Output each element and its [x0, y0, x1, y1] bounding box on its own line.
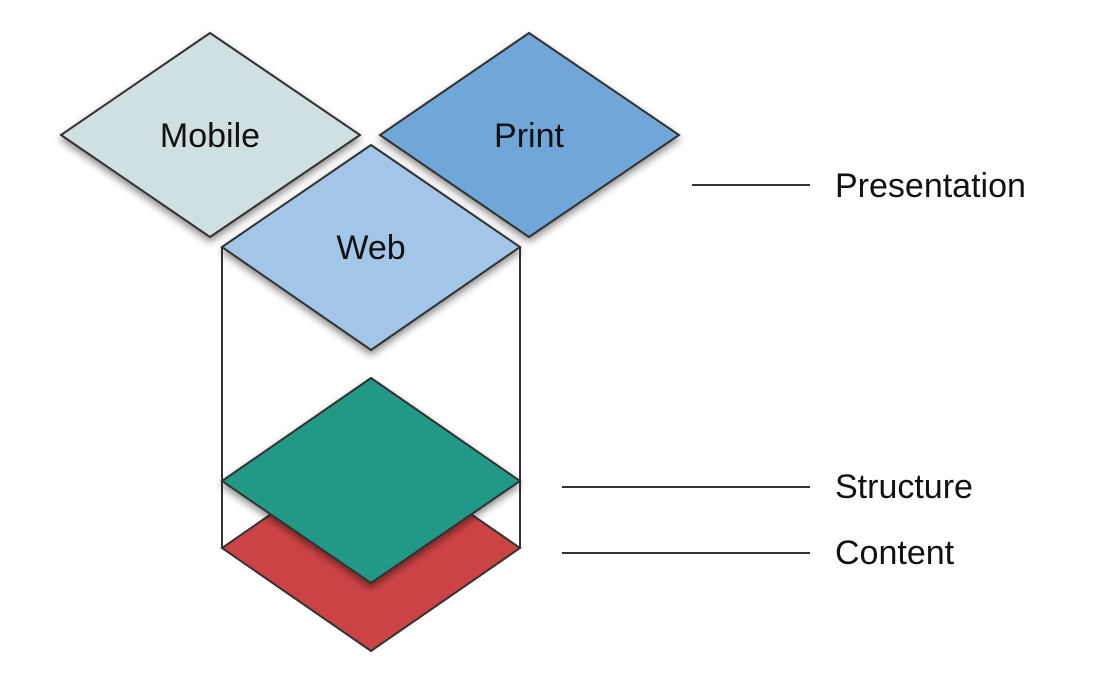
- print-diamond: [378, 31, 681, 239]
- web-node: Web: [220, 143, 522, 352]
- structure-layer-diamond: [220, 376, 522, 585]
- print-label: Print: [494, 117, 564, 155]
- web-label: Web: [336, 229, 405, 267]
- mobile-diamond: [59, 31, 362, 239]
- content-label: Content: [835, 534, 955, 572]
- mobile-label: Mobile: [160, 117, 260, 155]
- presentation-label: Presentation: [835, 167, 1026, 205]
- web-diamond: [220, 143, 522, 352]
- print-node: Print: [378, 31, 681, 239]
- structure-label: Structure: [835, 468, 973, 506]
- mobile-node: Mobile: [59, 31, 362, 239]
